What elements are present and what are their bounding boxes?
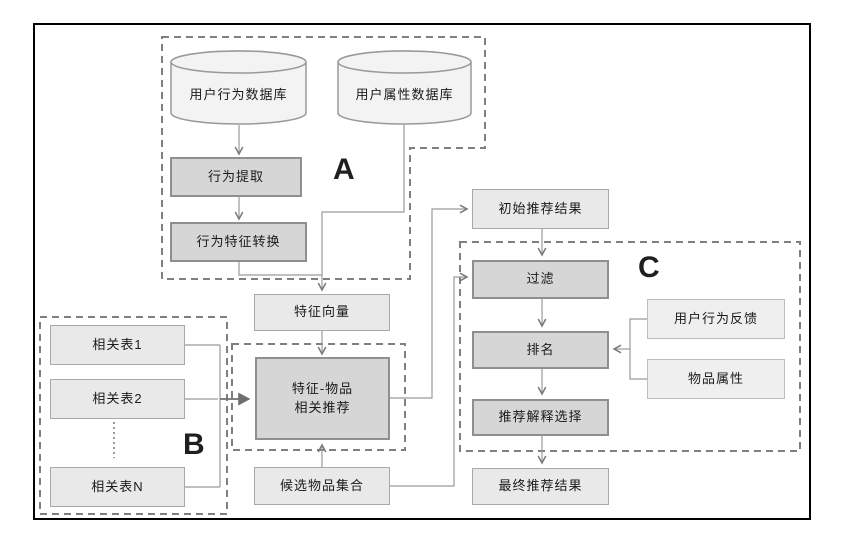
node-related-table-n: 相关表N <box>50 467 185 507</box>
database-user-attribute: 用户属性数据库 <box>337 50 472 125</box>
node-candidate-items: 候选物品集合 <box>254 467 390 505</box>
node-explain-select: 推荐解释选择 <box>472 399 609 436</box>
node-related-table-2: 相关表2 <box>50 379 185 419</box>
node-behavior-convert: 行为特征转换 <box>170 222 307 262</box>
node-rank: 排名 <box>472 331 609 369</box>
arrow-candidates-to-filter <box>390 272 469 487</box>
cylinder-icon <box>170 50 307 125</box>
node-feature-vector: 特征向量 <box>254 294 390 331</box>
section-c-label: C <box>638 251 660 284</box>
line-convert-join <box>238 262 322 276</box>
diagram-frame: 用户行为数据库 用户属性数据库 行为提取 行为特征转换 特征向量 特征-物品 相… <box>33 23 811 520</box>
node-initial-result: 初始推荐结果 <box>472 189 609 229</box>
arrow-attrdb-to-featurevector <box>317 125 405 292</box>
node-user-feedback: 用户行为反馈 <box>647 299 785 339</box>
node-behavior-extract: 行为提取 <box>170 157 302 197</box>
database-user-behavior-label: 用户行为数据库 <box>189 87 288 102</box>
node-related-table-1: 相关表1 <box>50 325 185 365</box>
section-a-label: A <box>333 153 355 186</box>
arrow-featureitem-to-initial <box>390 204 469 399</box>
database-user-attribute-label: 用户属性数据库 <box>355 87 454 102</box>
line-feedback-bracket <box>629 318 647 380</box>
node-final-result: 最终推荐结果 <box>472 468 609 505</box>
node-feature-item-recommend: 特征-物品 相关推荐 <box>255 357 390 440</box>
database-user-behavior: 用户行为数据库 <box>170 50 307 125</box>
node-filter: 过滤 <box>472 260 609 299</box>
cylinder-icon <box>337 50 472 125</box>
node-item-attributes: 物品属性 <box>647 359 785 399</box>
section-b-label: B <box>183 428 205 461</box>
